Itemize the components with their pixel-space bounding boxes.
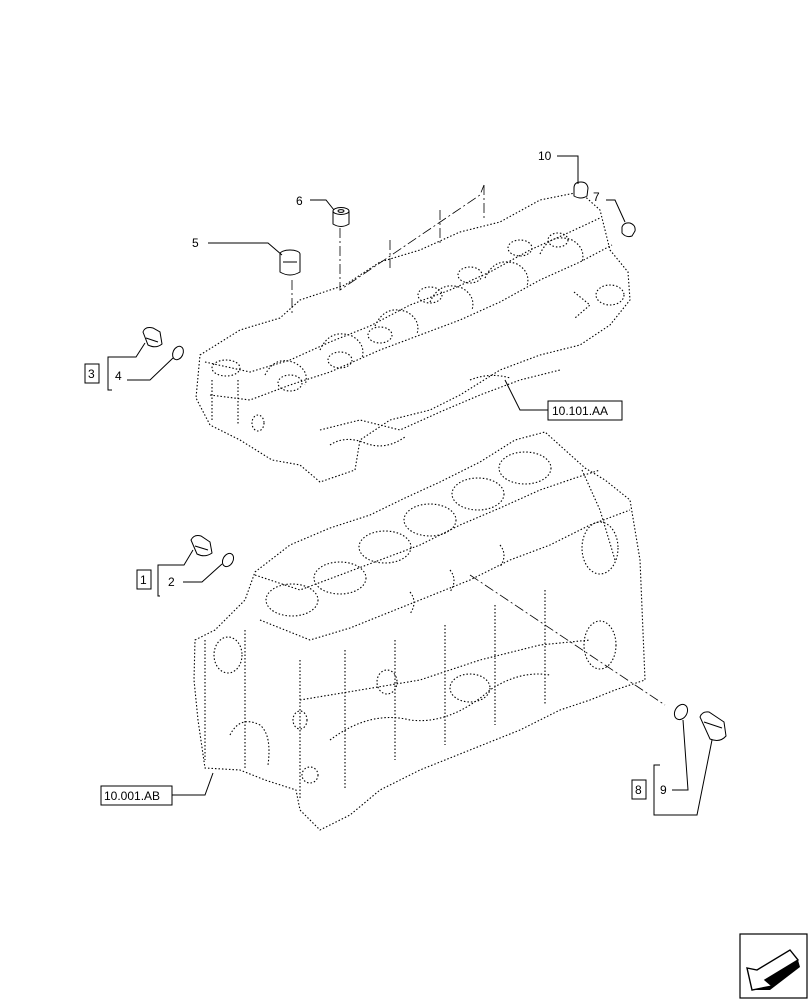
callout-7: 7: [593, 190, 600, 204]
reference-10-101-AA[interactable]: 10.101.AA: [547, 400, 623, 421]
part-1-plug: [190, 535, 213, 557]
part-9-washer: [673, 703, 689, 721]
callout-10: 10: [538, 149, 552, 163]
cylinder-head-drawing: [195, 191, 631, 483]
reference-10-001-AB-text: 10.001.AB: [104, 789, 160, 803]
callout-3: 3: [88, 367, 95, 381]
callout-2: 2: [168, 575, 175, 589]
callout-4: 4: [115, 369, 122, 383]
callout-9: 9: [660, 783, 667, 797]
engine-block-drawing: [193, 431, 646, 831]
part-10-cup-plug: [573, 181, 589, 199]
callout-8: 8: [635, 783, 642, 797]
callout-8-box: [631, 779, 647, 800]
callout-labels: 10 7 6 5 3 4 1 2 8 9: [84, 149, 667, 800]
part-8-plug: [699, 711, 727, 741]
reference-10-101-AA-text: 10.101.AA: [552, 404, 608, 418]
part-6-plug: [332, 207, 350, 227]
part-4-washer: [172, 345, 184, 361]
callout-1: 1: [140, 573, 147, 587]
reference-10-001-AB[interactable]: 10.001.AB: [100, 785, 173, 806]
part-2-washer: [221, 552, 235, 568]
next-page-arrow-icon[interactable]: [739, 933, 808, 999]
part-5-plug: [279, 249, 301, 276]
part-3-plug: [142, 327, 163, 348]
leader-lines: [107, 155, 713, 816]
callout-3-box: [84, 363, 100, 384]
callout-5: 5: [192, 236, 199, 250]
assembly-lines: [291, 184, 666, 706]
part-7-cup-plug: [621, 222, 636, 238]
callout-6: 6: [296, 194, 303, 208]
callout-1-box: [136, 569, 152, 590]
